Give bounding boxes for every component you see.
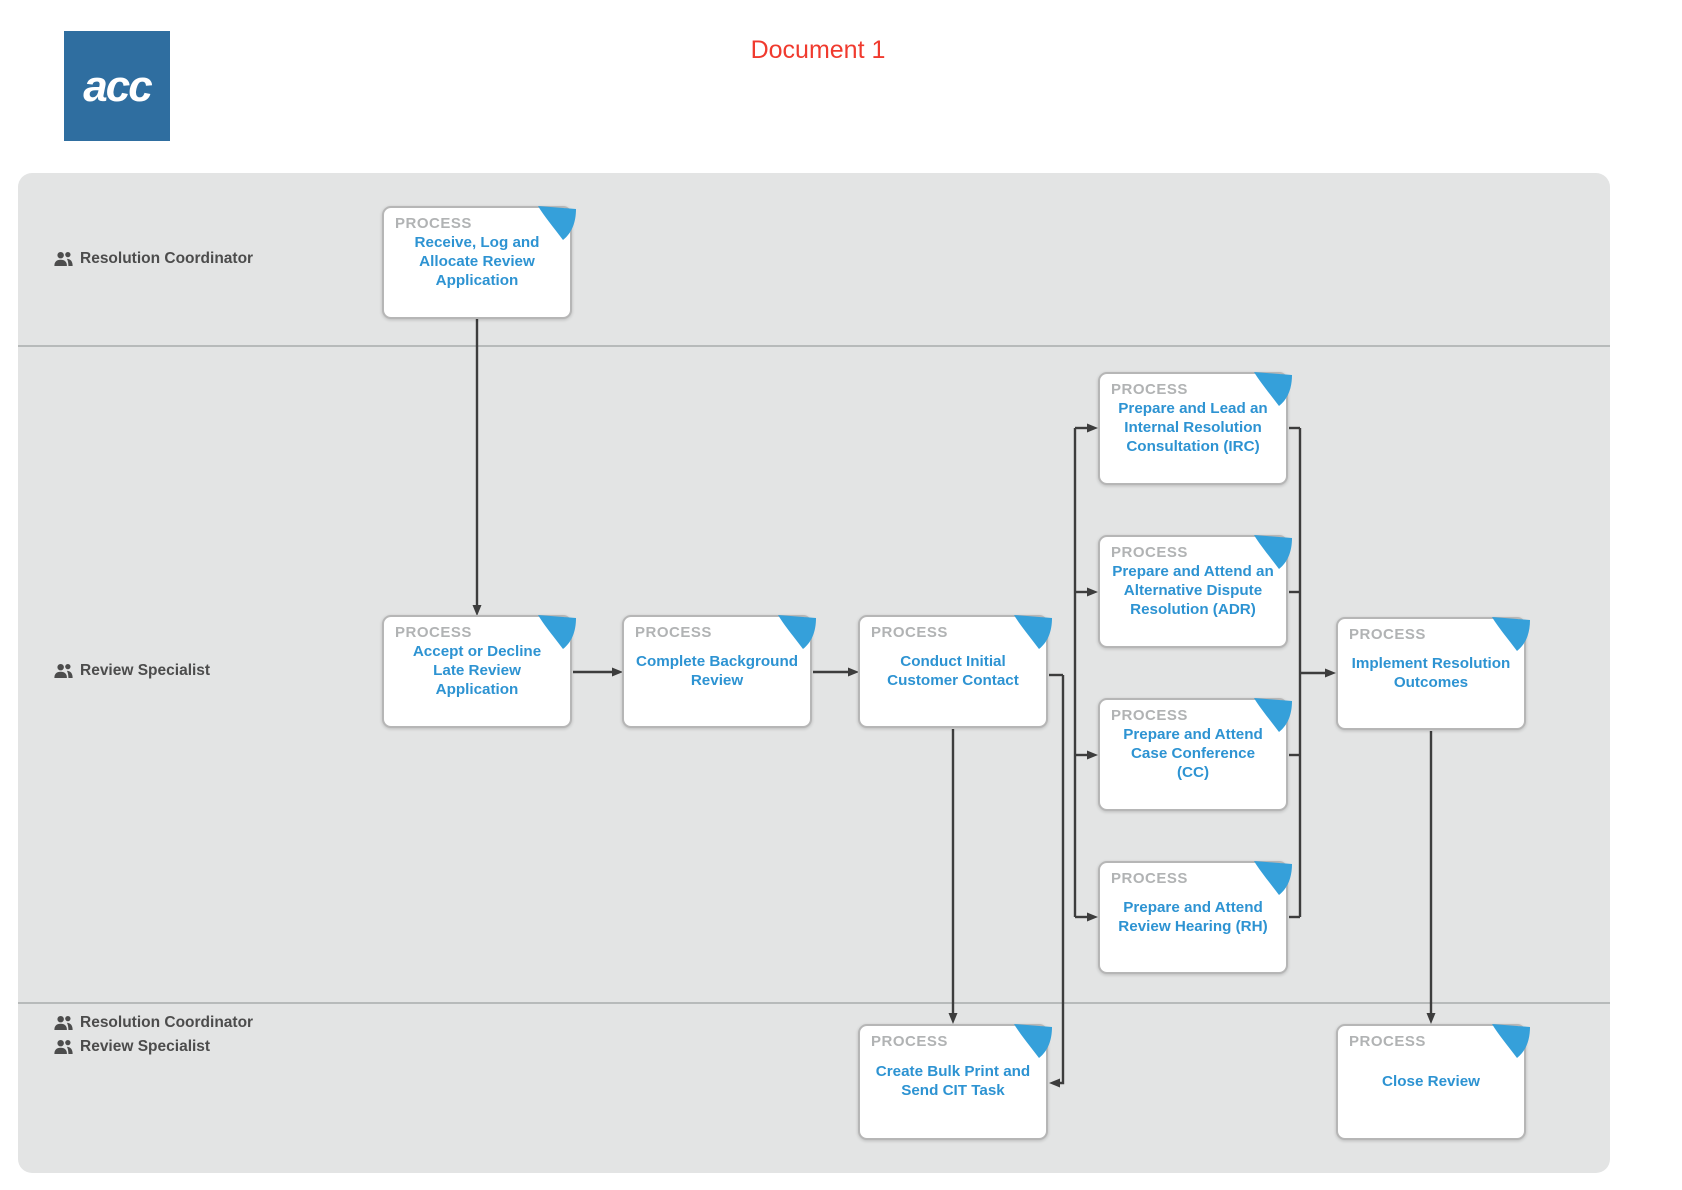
lane-review-specialist: Review Specialist — [18, 345, 1610, 1002]
process-node-conduct-initial-contact[interactable]: PROCESS Conduct Initial Customer Contact — [858, 615, 1052, 728]
process-type-label: PROCESS — [395, 624, 472, 641]
lane-label-row: Review Specialist — [54, 1038, 210, 1056]
process-node-implement-resolution-outcomes[interactable]: PROCESS Implement Resolution Outcomes — [1336, 617, 1530, 730]
process-node-title: Conduct Initial Customer Contact — [887, 652, 1019, 689]
process-node-title: Create Bulk Print and Send CIT Task — [875, 1063, 1031, 1099]
folded-corner-icon — [1254, 861, 1292, 895]
process-type-label: PROCESS — [871, 1033, 948, 1050]
lane-resolution-coordinator: Resolution Coordinator — [18, 173, 1610, 345]
process-node-title: Close Review — [1382, 1072, 1480, 1090]
folded-corner-icon — [778, 615, 816, 649]
process-node-prepare-lead-irc[interactable]: PROCESS Prepare and Lead an Internal Res… — [1098, 372, 1292, 485]
process-type-label: PROCESS — [1349, 626, 1426, 643]
process-type-label: PROCESS — [1349, 1033, 1426, 1050]
folded-corner-icon — [1492, 1024, 1530, 1058]
process-node-prepare-attend-adr[interactable]: PROCESS Prepare and Attend an Alternativ… — [1098, 535, 1292, 648]
process-type-label: PROCESS — [395, 215, 472, 232]
lane-label-row: Resolution Coordinator — [54, 1014, 253, 1032]
lane-role-label: Review Specialist — [80, 1038, 211, 1055]
folded-corner-icon — [1492, 617, 1530, 651]
process-type-label: PROCESS — [1111, 707, 1188, 724]
process-node-title: Prepare and Lead an Internal Resolution … — [1118, 400, 1268, 455]
process-node-prepare-attend-cc[interactable]: PROCESS Prepare and Attend Case Conferen… — [1098, 698, 1292, 811]
folded-corner-icon — [1254, 535, 1292, 569]
lane-resolution-coordinator-review-specialist: Resolution Coordinator Review Specialist — [18, 1002, 1610, 1173]
acc-logo: acc — [64, 31, 170, 141]
folded-corner-icon — [538, 206, 576, 240]
lane-role-label: Resolution Coordinator — [80, 250, 254, 267]
folded-corner-icon — [538, 615, 576, 649]
people-icon — [54, 663, 73, 679]
process-type-label: PROCESS — [635, 624, 712, 641]
acc-logo-image: acc — [64, 31, 170, 141]
process-node-close-review[interactable]: PROCESS Close Review — [1336, 1024, 1530, 1140]
lane-label-row: Resolution Coordinator — [54, 250, 253, 268]
process-node-title: Prepare and Attend Case Conference (CC) — [1123, 726, 1263, 781]
lane-label-row: Review Specialist — [54, 662, 210, 680]
process-type-label: PROCESS — [1111, 870, 1188, 887]
process-type-label: PROCESS — [1111, 544, 1188, 561]
process-node-complete-background-review[interactable]: PROCESS Complete Background Review — [622, 615, 816, 728]
folded-corner-icon — [1254, 698, 1292, 732]
people-icon — [54, 1039, 73, 1055]
lane-role-label: Review Specialist — [80, 662, 211, 679]
lane-role-label: Resolution Coordinator — [80, 1014, 254, 1031]
process-node-title: Prepare and Attend Review Hearing (RH) — [1118, 898, 1268, 935]
process-node-prepare-attend-rh[interactable]: PROCESS Prepare and Attend Review Hearin… — [1098, 861, 1292, 974]
process-node-accept-decline-late[interactable]: PROCESS Accept or Decline Late Review Ap… — [382, 615, 576, 728]
process-type-label: PROCESS — [871, 624, 948, 641]
people-icon — [54, 251, 73, 267]
process-node-title: Complete Background Review — [635, 652, 799, 689]
process-node-title: Accept or Decline Late Review Applicatio… — [412, 643, 542, 698]
folded-corner-icon — [1254, 372, 1292, 406]
folded-corner-icon — [1014, 1024, 1052, 1058]
process-node-title: Prepare and Attend an Alternative Disput… — [1112, 563, 1274, 618]
document-title: Document 1 — [750, 36, 886, 64]
process-type-label: PROCESS — [1111, 381, 1188, 398]
folded-corner-icon — [1014, 615, 1052, 649]
acc-logo-text: acc — [83, 62, 152, 111]
process-node-receive-log-allocate[interactable]: PROCESS Receive, Log and Allocate Review… — [382, 206, 576, 319]
people-icon — [54, 1015, 73, 1031]
process-node-title: Receive, Log and Allocate Review Applica… — [414, 234, 540, 289]
process-node-create-bulk-print[interactable]: PROCESS Create Bulk Print and Send CIT T… — [858, 1024, 1052, 1140]
process-node-title: Implement Resolution Outcomes — [1351, 654, 1511, 691]
